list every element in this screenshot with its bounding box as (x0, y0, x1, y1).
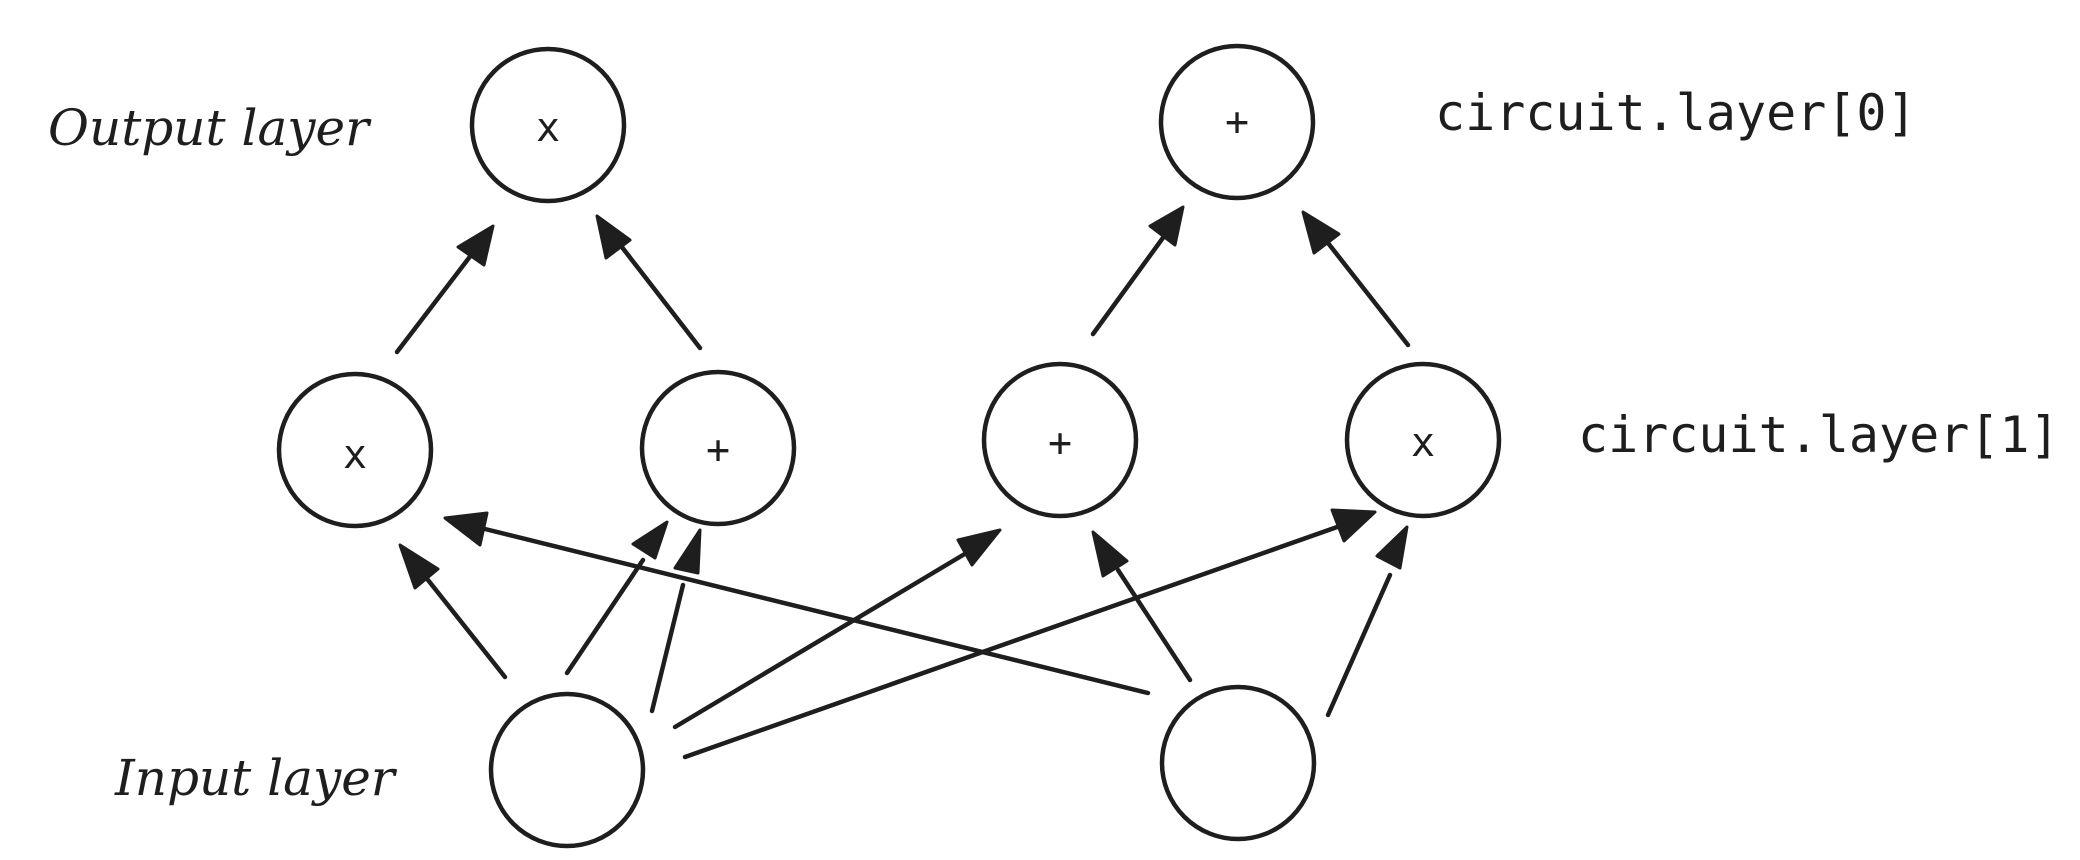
middle-node-3-circle (981, 361, 1139, 519)
middle-node-2-circle (639, 369, 797, 527)
middle-node-4: x (1344, 361, 1502, 519)
edge-mid4-to-output-right (1301, 210, 1411, 348)
edge-mid3-to-output-right (1090, 205, 1185, 337)
middle-node-3-op: + (1048, 420, 1072, 466)
middle-node-1-circle (276, 371, 434, 529)
circuit-layer-1-label: circuit.layer[1] (1578, 406, 2060, 464)
output-node-right: + (1158, 43, 1316, 201)
output-node-left-op: x (536, 105, 560, 151)
middle-node-1: x (276, 371, 434, 529)
edge-input-left-to-mid4 (682, 508, 1377, 760)
edge-input-left-to-mid1 (398, 543, 508, 680)
edge-input-left-to-mid3 (672, 528, 1002, 730)
input-node-left (488, 691, 646, 849)
edge-mid2-to-output-left (595, 214, 703, 351)
edge-input-right-to-mid3 (1091, 530, 1193, 683)
middle-node-4-circle (1344, 361, 1502, 519)
edge-input-left-to-mid2-a (564, 520, 669, 676)
edge-mid1-to-output-left (394, 224, 495, 355)
circuit-layer-0-label: circuit.layer[0] (1435, 84, 1917, 142)
edge-input-right-to-mid4 (1325, 525, 1409, 718)
middle-node-4-op: x (1411, 420, 1435, 466)
output-layer-label: Output layer (48, 99, 372, 157)
output-node-left: x (469, 46, 627, 204)
input-node-right (1159, 684, 1317, 842)
edge-input-left-to-mid2-b (649, 528, 702, 714)
middle-node-1-op: x (343, 432, 367, 478)
middle-node-3: + (981, 361, 1139, 519)
edge-input-right-to-mid1 (443, 511, 1151, 696)
output-node-left-circle (469, 46, 627, 204)
output-node-right-circle (1158, 43, 1316, 201)
output-node-right-op: + (1225, 99, 1249, 145)
input-layer-label: Input layer (114, 749, 398, 807)
middle-node-2: + (639, 369, 797, 527)
middle-node-2-op: + (706, 427, 730, 473)
